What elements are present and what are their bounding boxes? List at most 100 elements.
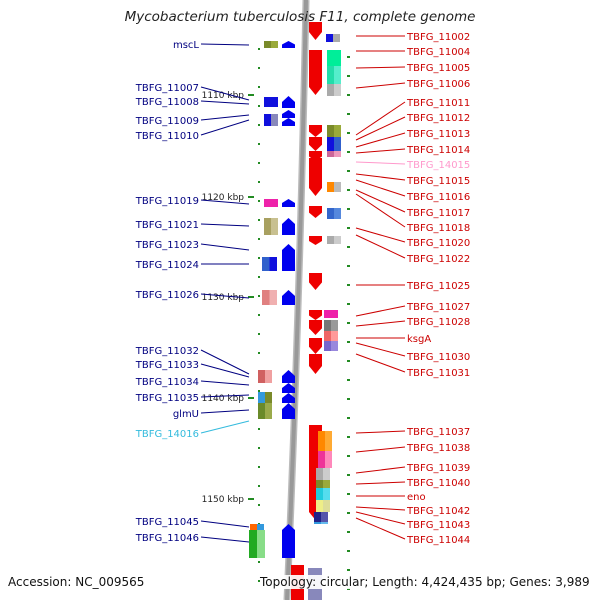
tick-mark-right (347, 75, 350, 77)
gene-label-right[interactable]: TBFG_11011 (406, 98, 470, 109)
gene-connector (355, 179, 406, 197)
gene-connector (355, 446, 406, 453)
gene-label-right[interactable]: TBFG_11017 (406, 208, 470, 219)
reverse-gene-arrow (309, 354, 322, 374)
gene-label-left[interactable]: TBFG_11021 (135, 220, 199, 231)
gene-label-right[interactable]: TBFG_11030 (406, 352, 470, 363)
gene-label-right[interactable]: ksgA (407, 334, 431, 345)
gene-connector (200, 536, 250, 543)
gene-label-left[interactable]: TBFG_11026 (135, 290, 199, 301)
gene-feature-bar (327, 66, 334, 84)
gene-feature-bar (334, 208, 341, 219)
gene-feature-bar (334, 125, 341, 137)
gene-feature-bar (316, 480, 323, 488)
gene-label-left[interactable]: TBFG_11034 (135, 377, 199, 388)
gene-label-right[interactable]: TBFG_11042 (406, 506, 470, 517)
gene-label-right[interactable]: TBFG_11002 (406, 32, 470, 43)
gene-label-right[interactable]: TBFG_11039 (406, 463, 470, 474)
gene-label-left[interactable]: TBFG_11007 (135, 83, 199, 94)
gene-label-right[interactable]: TBFG_11037 (406, 427, 470, 438)
gene-feature-bar (264, 218, 271, 235)
gene-label-left[interactable]: TBFG_11032 (135, 346, 199, 357)
reverse-gene-arrow (309, 320, 322, 335)
gene-feature-bar (318, 431, 325, 451)
tick-mark-left (258, 428, 260, 430)
gene-label-right[interactable]: TBFG_11006 (406, 79, 470, 90)
gene-label-right[interactable]: TBFG_11004 (406, 47, 470, 58)
gene-feature-bar (271, 199, 278, 207)
tick-mark-right (347, 398, 350, 400)
gene-label-right[interactable]: TBFG_11016 (406, 192, 470, 203)
gene-label-right[interactable]: TBFG_11018 (406, 223, 470, 234)
gene-label-right[interactable]: TBFG_11020 (406, 238, 470, 249)
gene-feature-bar (327, 182, 334, 192)
gene-feature-bar (325, 451, 332, 468)
gene-label-right[interactable]: TBFG_11044 (406, 535, 470, 546)
gene-label-right[interactable]: TBFG_11013 (406, 129, 470, 140)
gene-label-right[interactable]: TBFG_11012 (406, 113, 470, 124)
genome-backbone (283, 0, 310, 600)
tick-mark-right (347, 94, 350, 96)
reverse-gene-arrow (309, 137, 322, 151)
tick-mark-left (258, 466, 260, 468)
gene-label-right[interactable]: TBFG_11027 (406, 302, 470, 313)
gene-label-left[interactable]: glmU (173, 409, 199, 420)
tick-mark-right (347, 170, 350, 172)
gene-feature-bar (324, 310, 331, 318)
gene-connector (355, 161, 406, 165)
gene-connector (200, 380, 250, 386)
gene-label-left[interactable]: TBFG_11046 (135, 533, 199, 544)
tick-mark-right (347, 569, 350, 571)
tick-mark-right (347, 455, 350, 457)
tick-mark-right (347, 227, 350, 229)
gene-label-right[interactable]: TBFG_14015 (406, 160, 470, 171)
gene-label-left[interactable]: TBFG_11024 (135, 260, 199, 271)
gene-label-left[interactable]: mscL (173, 40, 199, 51)
gene-label-left[interactable]: TBFG_11019 (135, 196, 199, 207)
forward-gene-arrow (282, 403, 295, 419)
gene-connector (200, 100, 250, 105)
forward-gene-arrow (282, 96, 295, 108)
gene-feature-bar (265, 392, 272, 403)
gene-label-left[interactable]: TBFG_11010 (135, 131, 199, 142)
gene-connector (200, 243, 250, 251)
gene-connector (355, 481, 406, 485)
gene-feature-bar (333, 34, 340, 42)
gene-label-left[interactable]: TBFG_11008 (135, 97, 199, 108)
tick-mark-left (258, 352, 260, 354)
gene-label-right[interactable]: TBFG_11025 (406, 281, 470, 292)
gene-label-right[interactable]: TBFG_11022 (406, 254, 470, 265)
gene-feature-bar (334, 50, 341, 72)
gene-label-right[interactable]: TBFG_11040 (406, 478, 470, 489)
gene-label-right[interactable]: TBFG_11028 (406, 317, 470, 328)
gene-label-right[interactable]: TBFG_11005 (406, 63, 470, 74)
gene-feature-bar (316, 488, 323, 500)
gene-label-right[interactable]: TBFG_11014 (406, 145, 470, 156)
gene-label-right[interactable]: TBFG_11043 (406, 520, 470, 531)
gene-feature-bar (327, 236, 334, 244)
gene-label-right[interactable]: TBFG_11038 (406, 443, 470, 454)
forward-gene-arrow (282, 383, 295, 393)
reverse-gene-arrow (309, 158, 322, 196)
tick-mark-left (258, 105, 260, 107)
gene-feature-bar (326, 34, 333, 42)
gene-label-left[interactable]: TBFG_11033 (135, 360, 199, 371)
gene-label-left[interactable]: TBFG_11045 (135, 517, 199, 528)
gene-label-right[interactable]: TBFG_11015 (406, 176, 470, 187)
gene-connector (200, 43, 250, 46)
gene-connector (200, 349, 250, 375)
gene-label-left[interactable]: TBFG_11023 (135, 240, 199, 251)
gene-label-right[interactable]: eno (407, 492, 426, 503)
gene-label-left[interactable]: TBFG_14016 (135, 429, 199, 440)
gene-feature-bar (323, 488, 330, 500)
gene-connector (200, 363, 250, 378)
kbp-label: 1140 kbp (202, 394, 245, 404)
gene-label-left[interactable]: TBFG_11035 (135, 393, 199, 404)
tick-mark-left (258, 561, 260, 563)
gene-label-right[interactable]: TBFG_11031 (406, 368, 470, 379)
tick-mark-left (258, 485, 260, 487)
gene-connector (200, 520, 250, 528)
gene-label-left[interactable]: TBFG_11009 (135, 116, 199, 127)
